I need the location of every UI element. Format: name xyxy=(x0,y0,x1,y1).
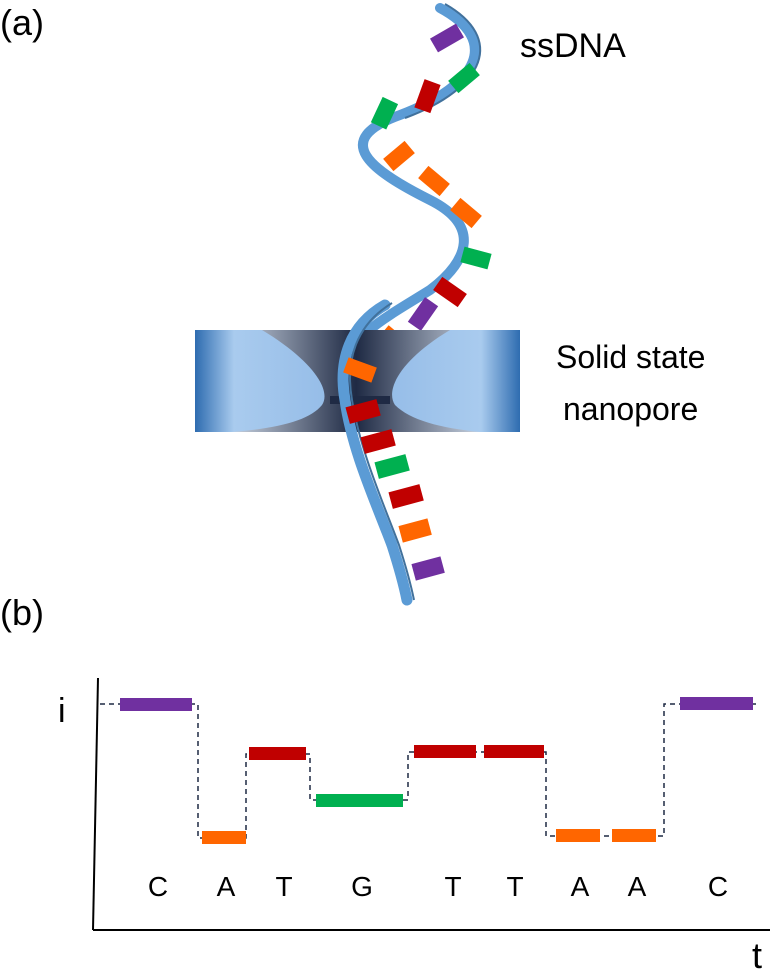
base-t-2 xyxy=(433,276,467,308)
base-g-1 xyxy=(448,62,480,94)
seq-letter-2: A xyxy=(217,871,236,902)
base-a-3 xyxy=(450,197,482,229)
base-a-2 xyxy=(418,165,450,197)
base-c-3 xyxy=(411,556,445,581)
seq-letter-9: C xyxy=(708,871,728,902)
seq-letter-1: C xyxy=(148,871,168,902)
panel-b-label: (b) xyxy=(0,592,44,633)
pore-label-line2: nanopore xyxy=(563,391,698,427)
strand-front xyxy=(337,299,413,606)
base-g-3 xyxy=(460,246,492,270)
level-t-2 xyxy=(414,745,476,758)
level-t-1 xyxy=(249,747,306,760)
ssdna-lower xyxy=(337,299,415,606)
sequence-letters: C A T G T T A A C xyxy=(148,871,728,902)
base-g-2 xyxy=(370,96,399,130)
level-c-2 xyxy=(680,697,753,710)
base-g-4 xyxy=(374,454,410,479)
trace-dashed xyxy=(100,703,760,839)
base-c-2 xyxy=(407,297,439,331)
base-c-top xyxy=(430,23,464,53)
seq-letter-3: T xyxy=(275,871,292,902)
y-axis xyxy=(92,677,99,931)
seq-letter-8: A xyxy=(628,871,647,902)
base-a-1 xyxy=(383,140,415,172)
lower-bases xyxy=(343,357,445,581)
x-axis-label: t xyxy=(752,935,762,974)
level-c-1 xyxy=(120,698,192,711)
base-t-3 xyxy=(345,399,381,424)
seq-letter-7: A xyxy=(571,871,590,902)
seq-letter-6: T xyxy=(506,871,523,902)
seq-letter-5: T xyxy=(444,871,461,902)
panel-a-label: (a) xyxy=(0,2,44,43)
level-g-1 xyxy=(316,794,403,807)
level-a-1 xyxy=(202,831,246,844)
base-a-5 xyxy=(343,357,377,383)
seq-letter-4: G xyxy=(351,871,373,902)
level-a-2 xyxy=(556,829,600,842)
base-a-6 xyxy=(398,518,432,543)
level-t-3 xyxy=(484,745,544,758)
ssdna-strand xyxy=(340,3,482,365)
pore-label-line1: Solid state xyxy=(556,339,705,375)
current-trace-plot: i t C A T G T T A A C xyxy=(58,677,770,974)
base-t-4 xyxy=(360,429,396,454)
y-axis-label: i xyxy=(58,692,66,730)
ssdna-label: ssDNA xyxy=(520,27,626,65)
base-t-1 xyxy=(414,79,441,114)
pore-cone xyxy=(232,330,480,432)
strand-back xyxy=(340,3,480,365)
base-t-5 xyxy=(388,484,424,509)
strand-front-edge xyxy=(349,302,415,601)
level-a-3 xyxy=(612,829,656,842)
